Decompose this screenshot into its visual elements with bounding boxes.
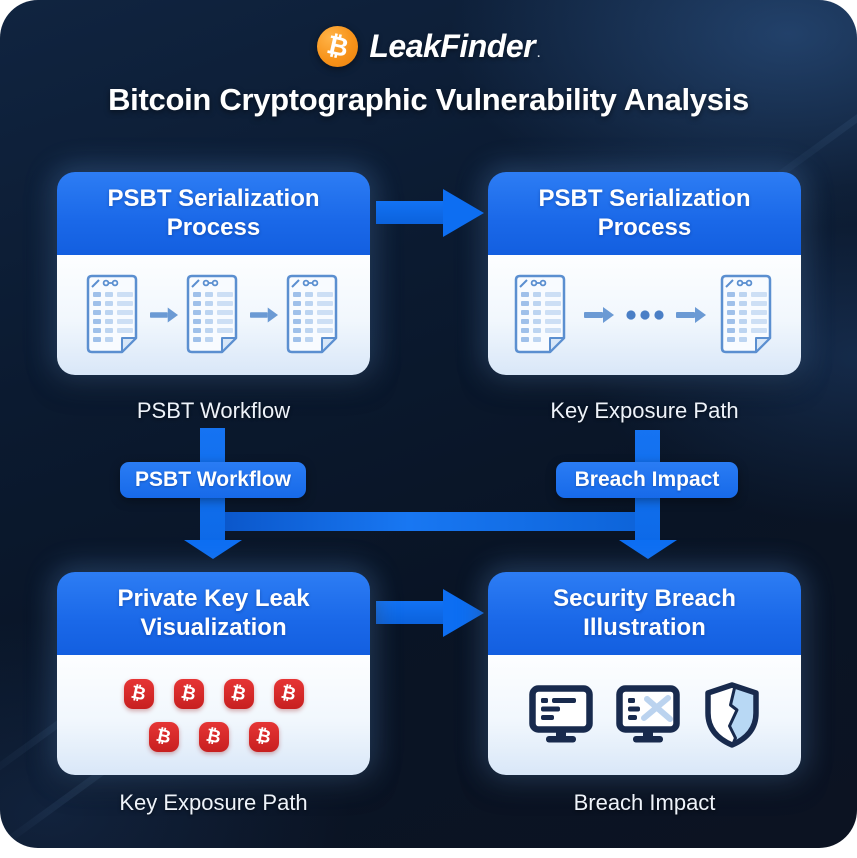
monitor-breach-icon bbox=[615, 685, 680, 745]
flow-arrowhead-right bbox=[619, 540, 677, 559]
bitcoin-coin-icon: ₿ bbox=[248, 721, 279, 752]
caption-key-exposure-path-bottom: Key Exposure Path bbox=[119, 790, 308, 815]
bitcoin-coin-icon: ₿ bbox=[223, 678, 254, 709]
panel-body-private-key-leak: ₿ ₿ ₿ ₿ ₿ ₿ ₿ bbox=[57, 655, 370, 775]
bitcoin-coin-grid: ₿ ₿ ₿ ₿ ₿ ₿ ₿ bbox=[123, 678, 304, 752]
flow-arrow-bottom-head bbox=[443, 589, 484, 637]
panel-body-psbt-workflow bbox=[57, 255, 370, 375]
panel-key-exposure: PSBT Serialization Process bbox=[488, 172, 801, 375]
caption-breach-impact: Breach Impact bbox=[573, 790, 716, 815]
flow-label-breach-impact: Breach Impact bbox=[556, 462, 738, 498]
arrow-right-icon bbox=[675, 306, 706, 324]
panel-security-breach: Security Breach Illustration bbox=[488, 572, 801, 775]
panel-title: Security Breach Illustration bbox=[488, 572, 801, 655]
document-icon bbox=[183, 274, 245, 356]
document-icon bbox=[717, 274, 779, 356]
flow-arrowhead-left bbox=[184, 540, 242, 559]
bitcoin-symbol: ₿ bbox=[324, 29, 352, 64]
logo: ₿ LeakFinder. bbox=[0, 26, 857, 67]
panel-body-security-breach bbox=[488, 655, 801, 775]
panel-title: PSBT Serialization Process bbox=[57, 172, 370, 255]
bitcoin-coin-icon: ₿ bbox=[173, 678, 204, 709]
document-icon bbox=[283, 274, 345, 356]
bitcoin-coin-icon: ₿ bbox=[198, 721, 229, 752]
flow-arrow-top-shaft bbox=[376, 201, 443, 224]
coin-row: ₿ ₿ ₿ bbox=[148, 721, 279, 752]
page-title: Bitcoin Cryptographic Vulnerability Anal… bbox=[108, 82, 749, 117]
shield-crack-icon bbox=[703, 682, 761, 748]
bitcoin-coin-icon: ₿ bbox=[273, 678, 304, 709]
flow-arrow-top-head bbox=[443, 189, 484, 237]
panel-private-key-leak: Private Key Leak Visualization ₿ ₿ ₿ ₿ ₿… bbox=[57, 572, 370, 775]
arrow-right-icon bbox=[249, 306, 278, 324]
panel-title: Private Key Leak Visualization bbox=[57, 572, 370, 655]
brand-name: LeakFinder. bbox=[369, 28, 540, 64]
caption-key-exposure-path: Key Exposure Path bbox=[550, 398, 739, 423]
flow-arrow-bottom-shaft bbox=[376, 601, 443, 624]
panel-title: PSBT Serialization Process bbox=[488, 172, 801, 255]
coin-row: ₿ ₿ ₿ ₿ bbox=[123, 678, 304, 709]
bitcoin-coin-icon: ₿ bbox=[123, 678, 154, 709]
monitor-icon bbox=[528, 685, 593, 745]
bitcoin-logo-icon: ₿ bbox=[317, 26, 359, 67]
flow-label-psbt-workflow: PSBT Workflow bbox=[120, 462, 306, 498]
arrow-right-icon bbox=[583, 306, 614, 324]
ellipsis-icon bbox=[625, 309, 665, 321]
arrow-right-icon bbox=[149, 306, 178, 324]
document-icon bbox=[83, 274, 145, 356]
caption-psbt-workflow: PSBT Workflow bbox=[136, 398, 291, 423]
flow-connector-horizontal bbox=[212, 512, 649, 531]
bitcoin-coin-icon: ₿ bbox=[148, 721, 179, 752]
document-icon bbox=[511, 274, 573, 356]
panel-psbt-workflow: PSBT Serialization Process bbox=[57, 172, 370, 375]
panel-body-key-exposure bbox=[488, 255, 801, 375]
brand-mark: . bbox=[537, 48, 540, 60]
